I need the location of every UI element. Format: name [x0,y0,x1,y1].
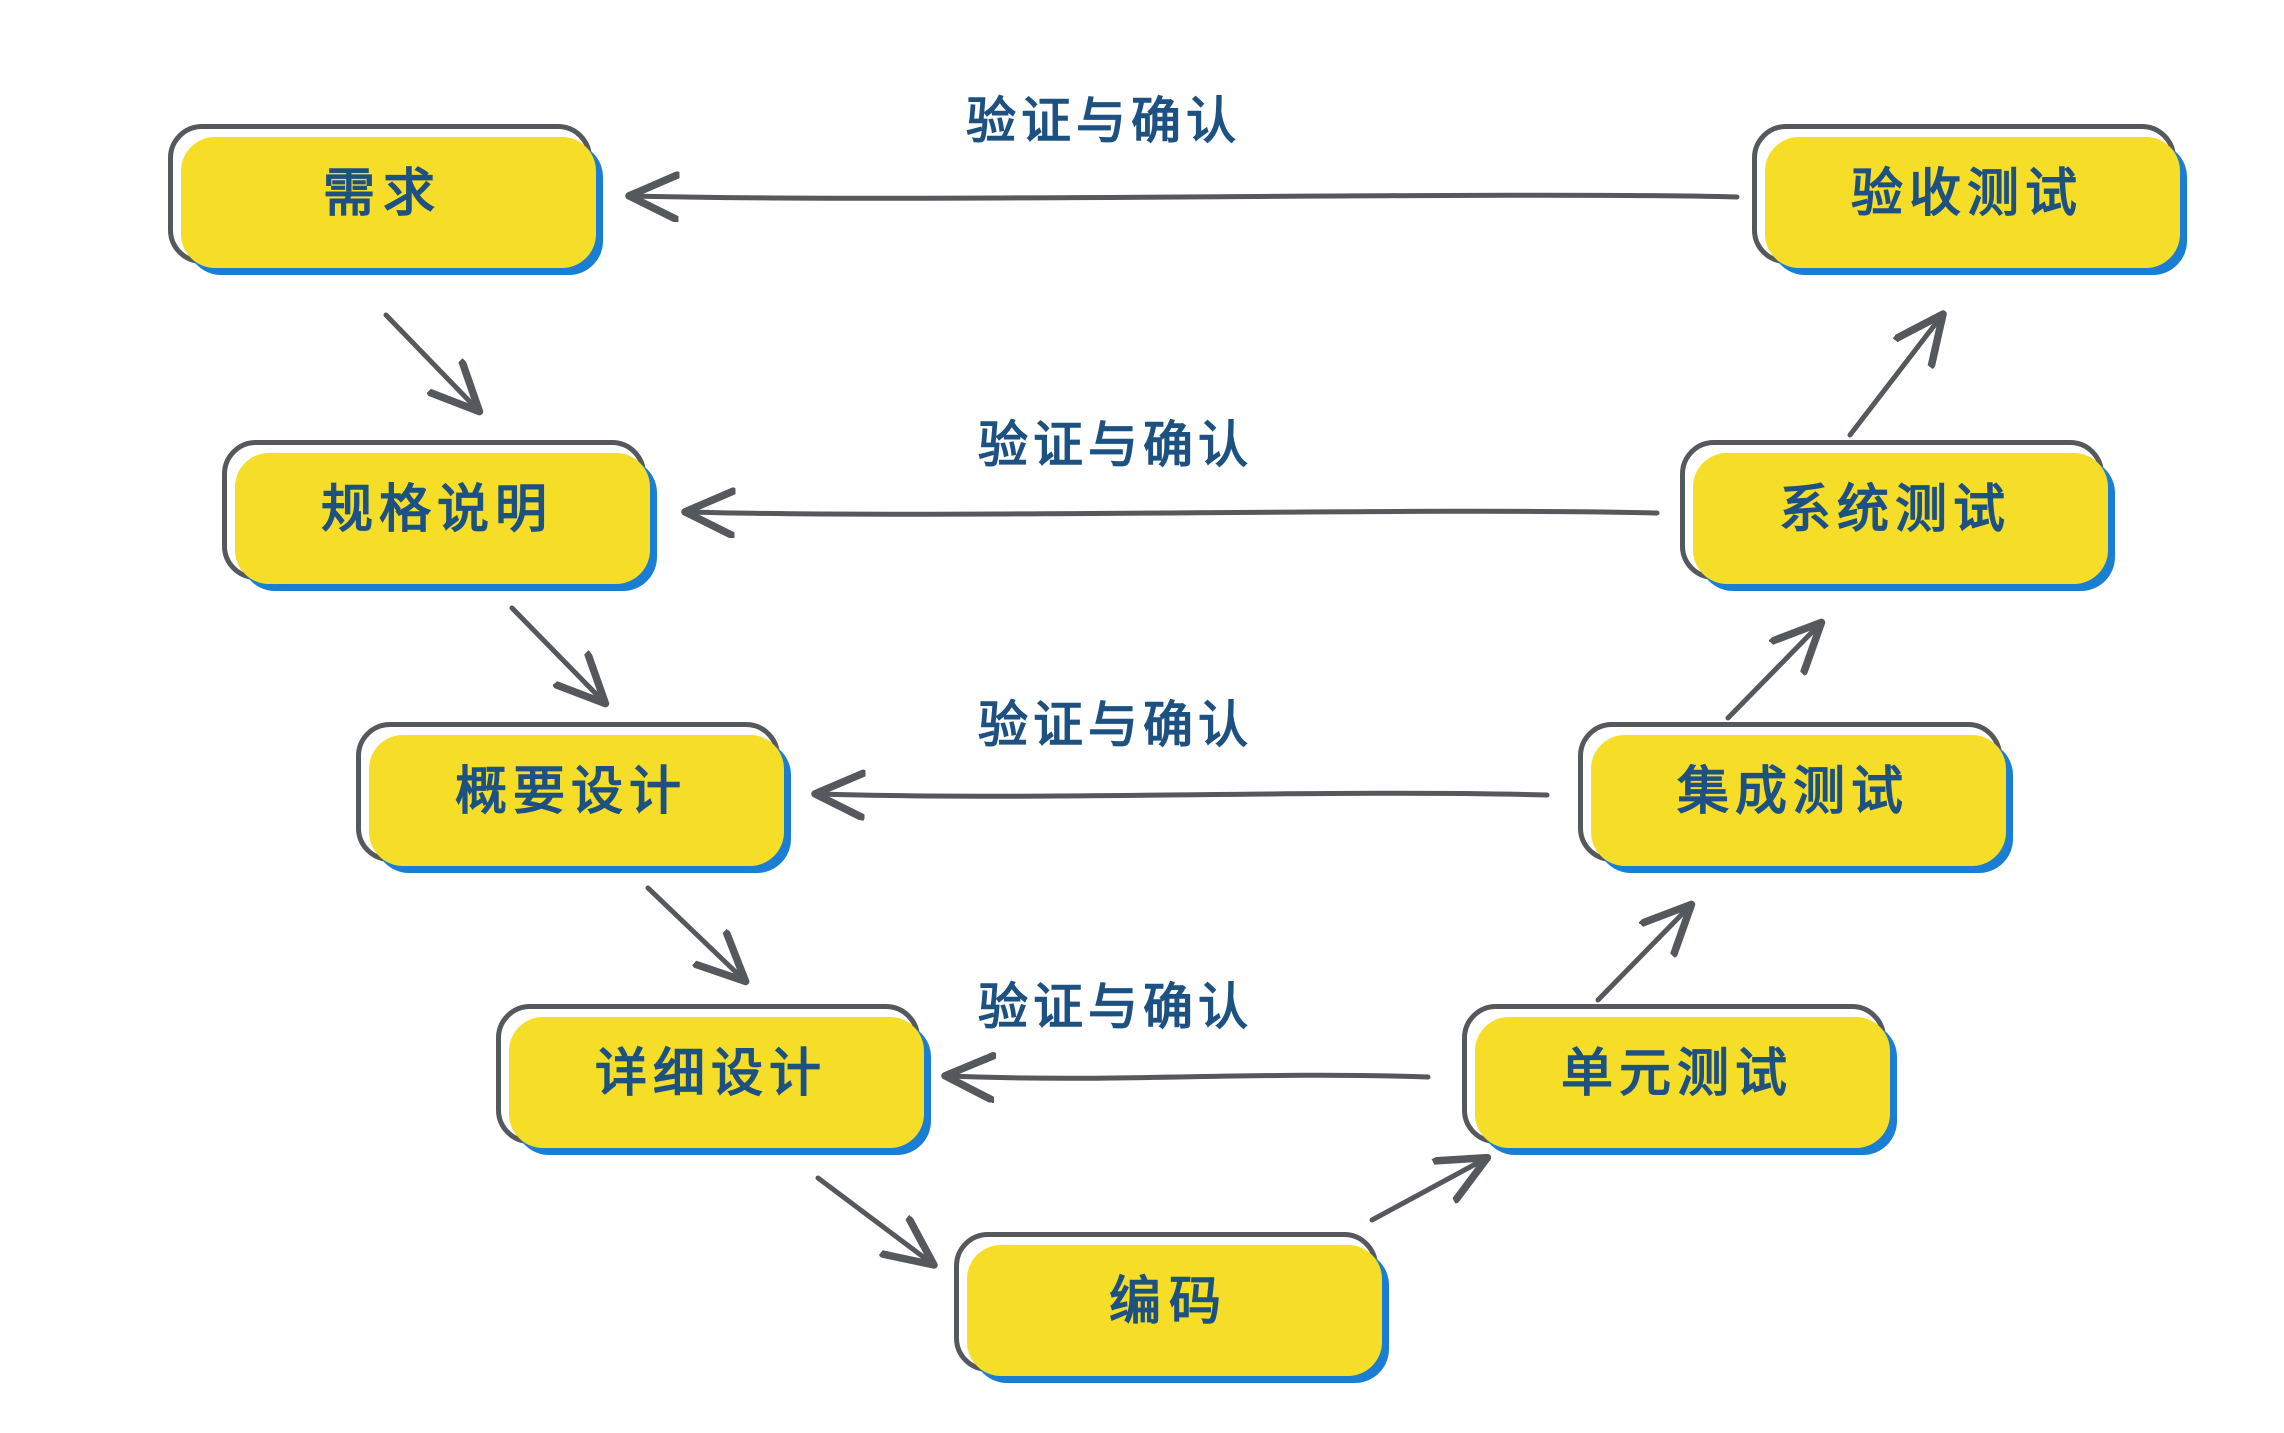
node-specification[interactable]: 规格说明 [222,440,657,591]
arrow-flow-4 [815,1175,930,1262]
arrow-vv-2 [690,511,1660,514]
arrow-flow-2 [509,605,602,700]
node-detailed-design-label: 详细设计 [594,1044,827,1104]
arrow-flow-5 [1369,1160,1483,1223]
node-outline-design-label: 概要设计 [454,762,687,822]
node-detailed-design[interactable]: 详细设计 [496,1004,931,1155]
arrow-flow-7 [1725,626,1818,721]
node-acceptance-test-label: 验收测试 [1850,164,2083,224]
node-outline-design[interactable]: 概要设计 [356,722,791,873]
arrow-vv-4 [950,1075,1431,1078]
node-requirements-label: 需求 [322,164,443,224]
node-specification-label: 规格说明 [320,480,553,540]
node-requirements[interactable]: 需求 [168,124,603,275]
cross-link-label-vv-3: 验证与确认 [978,696,1253,754]
arrow-flow-1 [383,312,476,408]
node-coding-label: 编码 [1108,1272,1229,1332]
cross-link-label-vv-4: 验证与确认 [978,978,1253,1036]
node-unit-test-label: 单元测试 [1560,1044,1793,1104]
arrow-flow-8 [1847,318,1940,438]
arrow-vv-1 [634,195,1740,198]
node-system-test[interactable]: 系统测试 [1680,440,2115,591]
cross-link-label-vv-1: 验证与确认 [966,92,1241,150]
node-coding[interactable]: 编码 [954,1232,1389,1383]
cross-link-label-vv-2: 验证与确认 [978,416,1253,474]
node-integration-test-label: 集成测试 [1676,762,1909,822]
node-integration-test[interactable]: 集成测试 [1578,722,2013,873]
arrow-flow-3 [645,885,742,978]
node-system-test-label: 系统测试 [1778,480,2011,540]
node-acceptance-test[interactable]: 验收测试 [1752,124,2187,275]
node-unit-test[interactable]: 单元测试 [1462,1004,1897,1155]
arrow-flow-6 [1595,908,1688,1003]
arrow-vv-3 [820,793,1550,796]
